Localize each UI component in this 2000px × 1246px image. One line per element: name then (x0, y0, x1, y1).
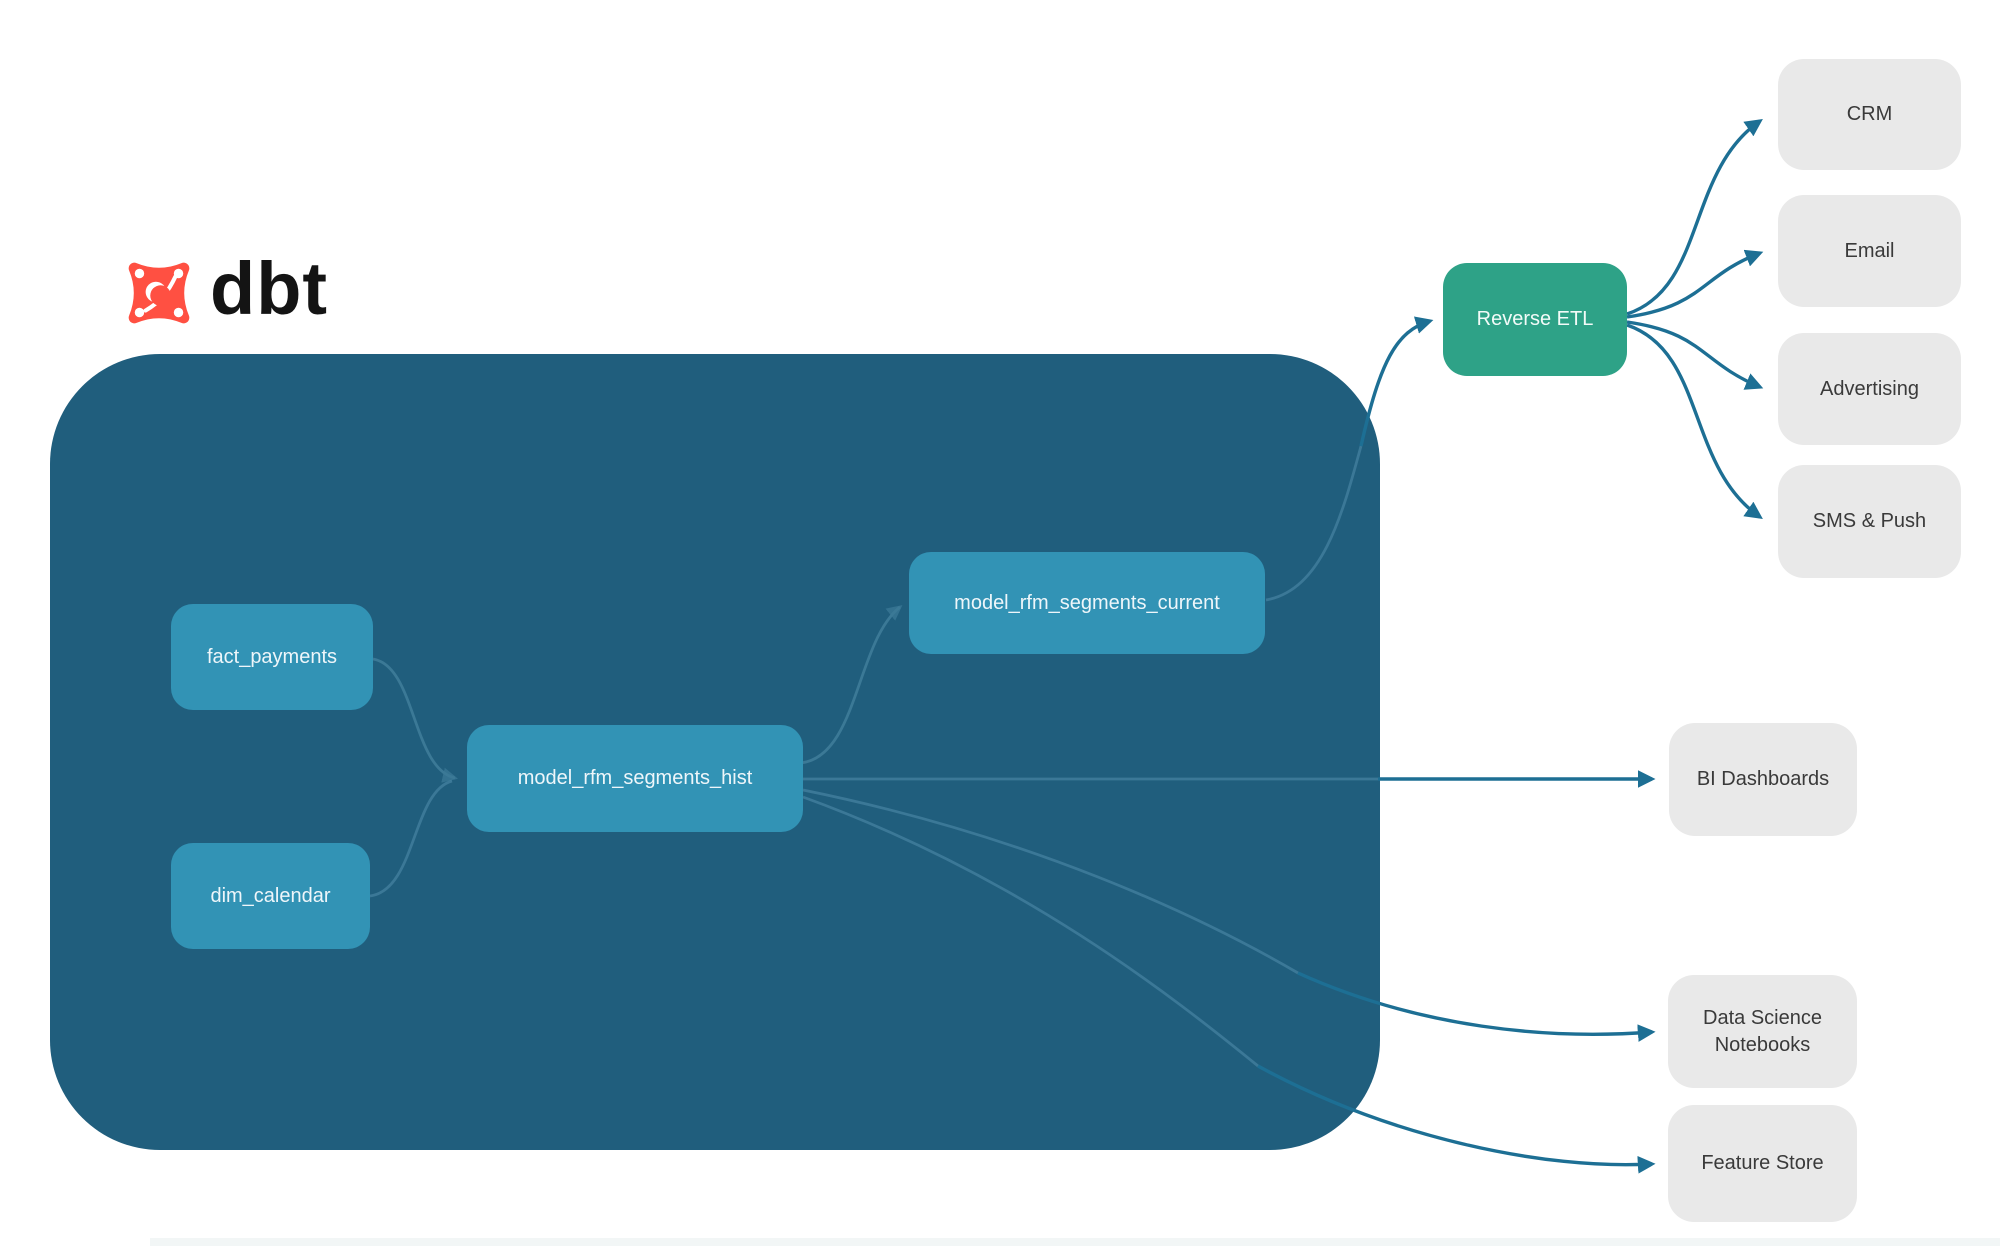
node-fact-payments: fact_payments (171, 604, 373, 710)
node-crm: CRM (1778, 59, 1961, 170)
bottom-edge-artifact (150, 1238, 2000, 1246)
node-feature-store: Feature Store (1668, 1105, 1857, 1222)
node-label: BI Dashboards (1696, 768, 1830, 790)
edge-reverse-etl-to-email (1626, 249, 1764, 319)
node-label: dim_calendar (210, 884, 331, 907)
node-label: Feature Store (1701, 1152, 1824, 1174)
dbt-logo-text: dbt (210, 247, 329, 330)
node-reverse-etl: Reverse ETL (1443, 263, 1627, 376)
node-label: CRM (1846, 103, 1893, 125)
edge-reverse-etl-to-crm (1626, 118, 1763, 316)
node-bi-dashboards: BI Dashboards (1669, 723, 1857, 836)
dbt-logo: dbt (122, 252, 328, 330)
node-label: model_rfm_segments_hist (517, 767, 753, 789)
node-dim-calendar: dim_calendar (171, 843, 370, 949)
dbt-logo-icon (128, 262, 190, 324)
edge-reverse-etl-to-sms-push (1626, 323, 1763, 520)
edge-reverse-etl-to-advertising (1626, 320, 1764, 390)
node-model-rfm-segments-hist: model_rfm_segments_hist (467, 725, 803, 832)
node-advertising: Advertising (1778, 333, 1961, 445)
node-label: Email (1844, 239, 1895, 262)
node-label: SMS & Push (1812, 510, 1927, 532)
node-label: Data Science Notebooks (1703, 1006, 1822, 1056)
node-model-rfm-segments-current: model_rfm_segments_current (909, 552, 1265, 654)
node-label: Reverse ETL (1476, 308, 1594, 330)
node-label: Advertising (1820, 377, 1919, 400)
node-email: Email (1778, 195, 1961, 307)
node-label: model_rfm_segments_current (954, 591, 1220, 614)
node-label: fact_payments (206, 645, 338, 668)
node-data-science-notebooks: Data Science Notebooks (1668, 975, 1857, 1088)
node-sms-push: SMS & Push (1778, 465, 1961, 578)
